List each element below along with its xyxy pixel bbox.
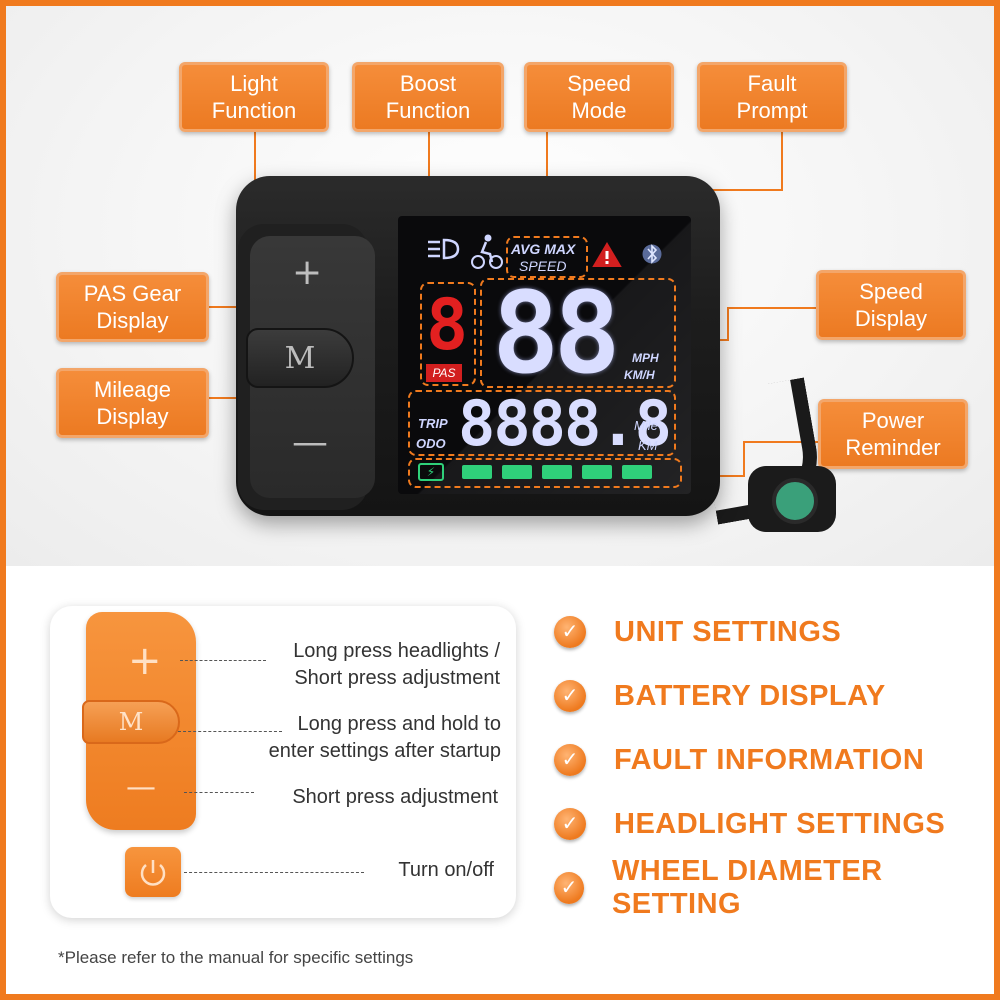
unit-kmh: KM/H bbox=[624, 368, 655, 382]
callout-speed-display-line2: Display bbox=[854, 306, 928, 331]
device-plus-button[interactable]: + bbox=[292, 252, 323, 293]
battery-segment bbox=[502, 465, 532, 479]
power-instruction-line1: Turn on/off bbox=[398, 859, 494, 881]
unit-km: KM bbox=[638, 438, 658, 453]
callout-fault-line1: Fault bbox=[747, 71, 797, 96]
speed-digits: 88 bbox=[492, 269, 621, 399]
mode-leader bbox=[178, 731, 282, 732]
mileage-highlight bbox=[408, 390, 676, 456]
feature-label: UNIT SETTINGS bbox=[614, 615, 842, 648]
odometer-digits: 8888.8 bbox=[458, 387, 672, 460]
plus-instruction-line1: Long press headlights / bbox=[293, 640, 500, 662]
callout-mileage-line2: Display bbox=[96, 404, 169, 429]
check-icon: ✓ bbox=[554, 808, 586, 840]
feature-item: ✓ WHEEL DIAMETER SETTING bbox=[554, 855, 994, 920]
callout-speed-display: Speed Display bbox=[816, 270, 966, 340]
connector-pins bbox=[772, 478, 818, 524]
minus-instruction: Short press adjustment bbox=[256, 784, 498, 811]
plus-instruction: Long press headlights / Short press adju… bbox=[256, 638, 500, 692]
callout-fault-line2: Prompt bbox=[736, 98, 808, 123]
check-icon: ✓ bbox=[554, 616, 586, 648]
feature-label: HEADLIGHT SETTINGS bbox=[614, 807, 946, 840]
footnote: *Please refer to the manual for specific… bbox=[58, 948, 414, 967]
battery-segment bbox=[622, 465, 652, 479]
callout-boost-line1: Boost bbox=[399, 71, 457, 96]
mode-instruction: Long press and hold to enter settings af… bbox=[236, 711, 501, 765]
guide-power-button bbox=[125, 847, 181, 897]
screen-glare bbox=[398, 216, 691, 494]
battery-highlight bbox=[408, 458, 682, 488]
callout-speed-mode-line2: Mode bbox=[571, 98, 627, 123]
mode-instruction-line2: enter settings after startup bbox=[268, 740, 501, 762]
callout-speed-mode: Speed Mode bbox=[524, 62, 674, 132]
pas-highlight bbox=[420, 282, 476, 386]
callout-boost-function: Boost Function bbox=[352, 62, 504, 132]
callout-pas-gear-display: PAS Gear Display bbox=[56, 272, 209, 342]
battery-icon: ⚡ bbox=[418, 463, 444, 481]
boost-rider-icon bbox=[471, 234, 503, 269]
callout-boost-line2: Function bbox=[385, 98, 471, 123]
lcd-screen bbox=[398, 216, 691, 494]
callout-pas-line1: PAS Gear bbox=[83, 281, 182, 306]
power-leader bbox=[184, 872, 364, 873]
callout-power-line1: Power bbox=[861, 408, 925, 433]
bluetooth-icon bbox=[642, 244, 662, 264]
warning-icon bbox=[592, 242, 622, 267]
callout-pas-line2: Display bbox=[96, 308, 169, 333]
feature-item: ✓ UNIT SETTINGS bbox=[554, 612, 841, 652]
callout-speed-mode-line1: Speed bbox=[567, 71, 631, 96]
headlight-icon bbox=[428, 238, 460, 260]
guide-plus-icon: + bbox=[128, 638, 162, 684]
speed-mode-highlight bbox=[506, 236, 588, 278]
minus-instruction-line1: Short press adjustment bbox=[292, 786, 498, 808]
check-icon: ✓ bbox=[554, 872, 584, 904]
power-icon bbox=[140, 860, 166, 886]
guide-minus-icon: — bbox=[126, 770, 156, 805]
minus-leader bbox=[184, 792, 254, 793]
check-icon: ✓ bbox=[554, 680, 586, 712]
feature-item: ✓ HEADLIGHT SETTINGS bbox=[554, 804, 945, 844]
speed-mode-label: SPEED bbox=[519, 258, 567, 274]
plus-instruction-line2: Short press adjustment bbox=[294, 667, 500, 689]
speed-highlight bbox=[480, 278, 676, 388]
unit-mph: MPH bbox=[632, 351, 659, 365]
callout-light-function: Light Function bbox=[179, 62, 329, 132]
feature-label: BATTERY DISPLAY bbox=[614, 679, 886, 712]
feature-label: FAULT INFORMATION bbox=[614, 743, 925, 776]
guide-mode-icon: M bbox=[82, 700, 180, 744]
callout-mileage-line1: Mileage bbox=[93, 377, 172, 402]
callout-mileage-display: Mileage Display bbox=[56, 368, 209, 438]
pas-label: PAS bbox=[426, 364, 462, 382]
callout-speed-display-line1: Speed bbox=[859, 279, 923, 304]
power-instruction: Turn on/off bbox=[346, 857, 494, 884]
unit-mile: Mile bbox=[634, 418, 658, 433]
check-icon: ✓ bbox=[554, 744, 586, 776]
callout-light-line2: Function bbox=[211, 98, 297, 123]
plus-leader bbox=[180, 660, 266, 661]
battery-segment bbox=[542, 465, 572, 479]
callout-light-line1: Light bbox=[230, 71, 278, 96]
feature-label: WHEEL DIAMETER SETTING bbox=[611, 855, 883, 920]
feature-item: ✓ FAULT INFORMATION bbox=[554, 740, 924, 780]
battery-segment bbox=[582, 465, 612, 479]
callout-power-line2: Reminder bbox=[845, 435, 941, 460]
avg-max-label: AVG MAX bbox=[511, 241, 576, 257]
feature-item: ✓ BATTERY DISPLAY bbox=[554, 676, 886, 716]
pas-gear-digit: 8 bbox=[426, 284, 469, 366]
trip-label: TRIP bbox=[418, 416, 448, 431]
mode-instruction-line1: Long press and hold to bbox=[297, 713, 502, 735]
battery-segment bbox=[462, 465, 492, 479]
odo-label: ODO bbox=[416, 436, 446, 451]
device-mode-button[interactable]: M bbox=[246, 328, 354, 388]
callout-power-reminder: Power Reminder bbox=[818, 399, 968, 469]
device-minus-button[interactable]: — bbox=[292, 422, 328, 463]
callout-fault-prompt: Fault Prompt bbox=[697, 62, 847, 132]
